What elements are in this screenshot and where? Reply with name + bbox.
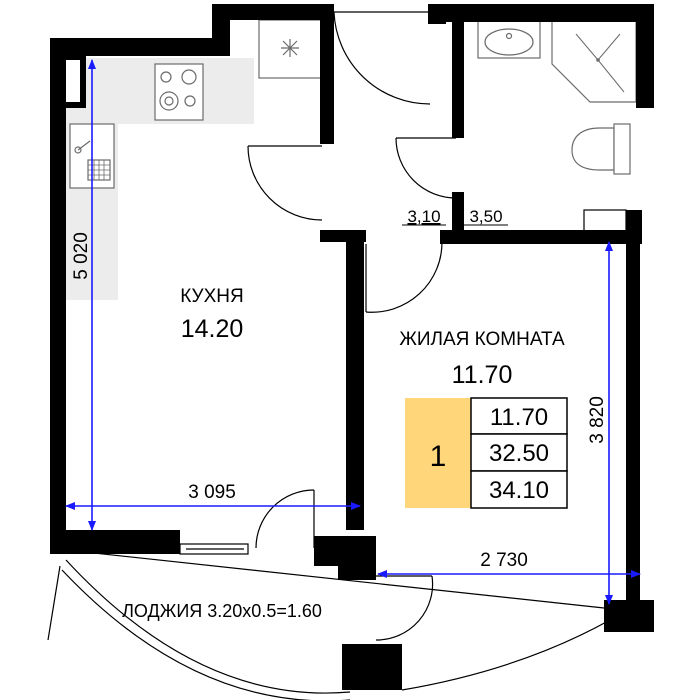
washbasin-icon [477,17,541,59]
stove-icon [154,63,204,121]
living-room-name: ЖИЛАЯ КОМНАТА [399,329,565,350]
area-label-left: 3,10 [407,207,440,226]
living-height-label: 3 820 [587,396,608,444]
kitchen-name: КУХНЯ [180,286,243,307]
living-area-value: 11.70 [490,404,548,431]
walls [50,4,654,690]
refrigerator-icon [258,19,322,79]
kitchen-area: 14.20 [181,315,244,343]
kitchen-height-label: 5 020 [71,232,92,280]
rooms-count-cell [405,398,471,508]
loggia-label: ЛОДЖИЯ 3.20х0.5=1.60 [122,601,322,621]
door-bathroom [395,137,457,199]
living-room-area: 11.70 [452,361,513,389]
loggia-glazing [47,559,611,700]
door-living [365,241,443,313]
living-width-label: 2 730 [480,550,528,571]
door-loggia [375,575,434,641]
door-kitchen [247,145,323,221]
door-kitchen-loggia [255,489,315,549]
partitions [65,209,627,609]
shower-icon [551,19,637,103]
rooms-count: 1 [430,440,447,473]
area-label-right: 3,50 [469,207,502,226]
total-area-with-loggia-value: 34.10 [489,477,549,504]
toilet-icon [571,123,631,175]
door-corridor-top [333,11,431,105]
summary-table: 1 11.70 32.50 34.10 [405,397,568,509]
total-area-value: 32.50 [489,440,549,467]
kitchen-width-label: 3 095 [188,482,236,503]
dimension-lines [65,59,641,605]
